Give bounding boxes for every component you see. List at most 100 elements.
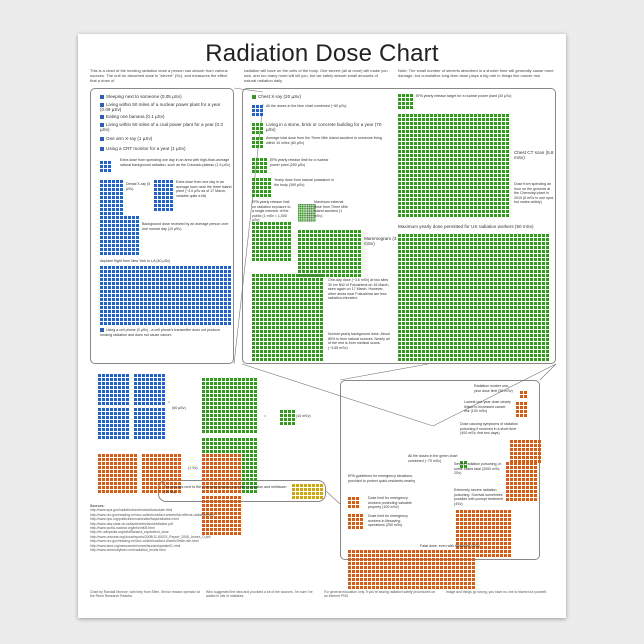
blue-item-0: Sleeping next to someone (0.05 µSv) [100,94,230,99]
green-item-0-swatch [252,94,256,99]
source-1[interactable]: http://www.nrc.gov/reading-rm/doc-collec… [90,512,214,517]
blue-item-9-text: Background dose received by an average p… [142,222,229,231]
orange-grid-4 [348,514,364,530]
blue-item-6: Extra dose from spending one day in an a… [120,158,230,167]
source-2[interactable]: http://www.hps.org/publicinformation/ate… [90,517,179,522]
blue-grid-dental-cells [100,180,124,216]
blue-grid-6 [100,160,112,173]
orange-grid-fatal [348,550,476,590]
blue-item-8-text: Extra dose from one day in an average to… [176,180,232,198]
orange-item-4-text: Dose limit for emergency workers in life… [368,514,408,527]
green-item-2-text: Living in a stone, brick or concrete bui… [266,122,382,133]
orange-item-9-text: Severe radiation poisoning, in some case… [454,462,502,475]
sources-list: http://www.epa.gov/radiation/understand/… [90,508,322,552]
green-grid-ct-cells [398,114,510,218]
blue-item-7: Dental X-ray (5 µSv) [126,182,152,191]
blue-item-2-swatch [100,114,104,119]
blue-grid-6-cells [100,161,112,173]
conv-label-2: (1 Sv) [188,466,218,471]
blue-grid-background [100,216,140,256]
orange-item-9: Severe radiation poisoning, in some case… [454,462,506,476]
conv-label-0: (60 µSv) [172,406,202,411]
orange-item-5-text: Fatal dose, even with treatment (8Sv) [420,544,480,548]
orange-grid-7 [516,402,528,418]
orange-item-8-text: Dose causing symptoms of radiation poiso… [460,422,518,435]
green-item-8: Mammogram (3 mSv) [364,236,408,246]
orange-grid-9-cells [506,462,538,502]
green-grid-7-cells [298,204,316,222]
blue-grid-dental [100,180,124,216]
green-item-7-text: Maximum external dose from Three Mile Is… [314,200,348,218]
blue-item-3: Living within 50 miles of a coal power p… [100,122,230,132]
source-4[interactable]: http://www.world-nuclear.org/info/inf05.… [90,526,155,531]
conv-orange-a [98,454,138,494]
source-5[interactable]: http://en.wikipedia.org/wiki/Banana_equi… [90,530,169,535]
poster: Radiation Dose Chart This is a chart of … [78,34,566,618]
conv-label-1: (10 mSv) [296,414,326,419]
orange-grid-6-cells [520,391,528,399]
blue-item-1-text: Living within 50 miles of a nuclear powe… [100,102,221,113]
green-item-1: All the doses in the blue chart combined… [266,104,386,109]
green-item-12: Chest CT scan (5.8 mSv) [514,150,554,160]
orange-grid-10-cells [456,510,512,558]
orange-item-6-text: Radiation worker one-year dose limit (50… [474,384,513,393]
source-6[interactable]: http://www.unscear.org/docs/reports/2008… [90,534,211,539]
intro-text-3: Note: The small number of sieverts absor… [398,68,554,78]
source-3[interactable]: http://www.deq.state.ok.us/factsheets/la… [90,521,173,526]
green-item-6-text: EPA yearly release limit on radiation ex… [252,200,291,222]
orange-item-7: Lowest one-year dose clearly linked to i… [464,400,512,414]
blue-grid-flight-cells [100,266,232,326]
source-7[interactable]: http://www.nrc.gov/reading-rm/doc-collec… [90,539,199,544]
blue-item-0-swatch [100,94,104,99]
green-grid-3-cells [252,137,264,149]
source-8[interactable]: http://www.iaea.org/newscenter/news/tsun… [90,543,181,548]
green-item-13-text: Dose from spending an hour on the ground… [514,182,554,204]
green-item-11-text: EPA yearly release target for a nuclear … [416,94,512,98]
orange-item-1: All the doses in the green chart combine… [408,454,458,463]
green-grid-3 [252,136,264,149]
conv-label-0-text: (60 µSv) [172,406,186,410]
green-item-13: Dose from spending an hour on the ground… [514,182,556,205]
green-item-6: EPA yearly release limit on radiation ex… [252,200,292,223]
green-item-5: Yearly dose from natural potassium in th… [274,178,334,187]
green-grid-mammo-cells [298,230,362,278]
blue-grid-town [154,180,174,212]
conv-eq-1: = [168,400,198,405]
sources-block: Sources: http://www.epa.gov/radiation/un… [90,504,322,552]
blue-item-10: Airplane flight from New York to LA (40 … [100,259,230,264]
orange-grid-4-cells [348,514,364,530]
green-grid-6-cells [252,222,292,262]
green-item-4-text: EPA yearly release limit for a nuclear p… [270,158,329,167]
blue-item-11-swatch [100,328,104,333]
orange-item-7-text: Lowest one-year dose clearly linked to i… [464,400,511,413]
orange-item-5: Fatal dose, even with treatment (8Sv) [420,544,500,549]
yellow-item: Ten minutes next to the Chernobyl reacto… [164,485,288,494]
source-0[interactable]: http://www.epa.gov/radiation/understand/… [90,508,173,513]
blue-grid-background-cells [100,216,140,256]
blue-item-6-text: Extra dose from spending one day in an a… [120,158,230,167]
orange-item-2-text: EPA guidelines for emergency situations,… [348,474,416,483]
credit-4: image and things go wrong, you have no o… [446,590,548,594]
green-item-0-text: Chest X-ray (20 µSv) [258,94,301,99]
green-grid-mammo [298,230,362,278]
green-grid-ct [398,114,510,218]
source-9[interactable]: http://www.chernobylwel.com/radiation_le… [90,548,166,553]
blue-item-1: Living within 50 miles of a nuclear powe… [100,102,230,112]
green-grid-11-cells [398,94,414,110]
orange-item-4: Dose limit for emergency workers in life… [368,514,418,528]
green-grid-7 [298,204,316,222]
green-grid-6 [252,222,292,262]
conv-eq-2: = [264,414,274,419]
conv-eq-1-text: = [168,400,171,404]
conv-orange-b [142,454,182,494]
green-grid-2-cells [252,123,264,135]
green-item-4: EPA yearly release limit for a nuclear p… [270,158,330,167]
blue-item-2-text: Eating one banana (0.1 µSv) [106,114,165,119]
blue-item-5-text: Using a CRT monitor for a year (1 µSv) [106,146,186,151]
orange-item-10: Extremely severe radiation poisoning. Su… [454,488,508,506]
orange-item-3: Dose limit for emergency workers protect… [368,496,418,510]
credit-2: Who suggested the idea and provided a lo… [206,590,313,599]
green-grid-5 [252,178,272,198]
green-item-3: Average total dose from the Three Mile I… [266,136,386,145]
green-grid-workers-cells [398,234,550,362]
